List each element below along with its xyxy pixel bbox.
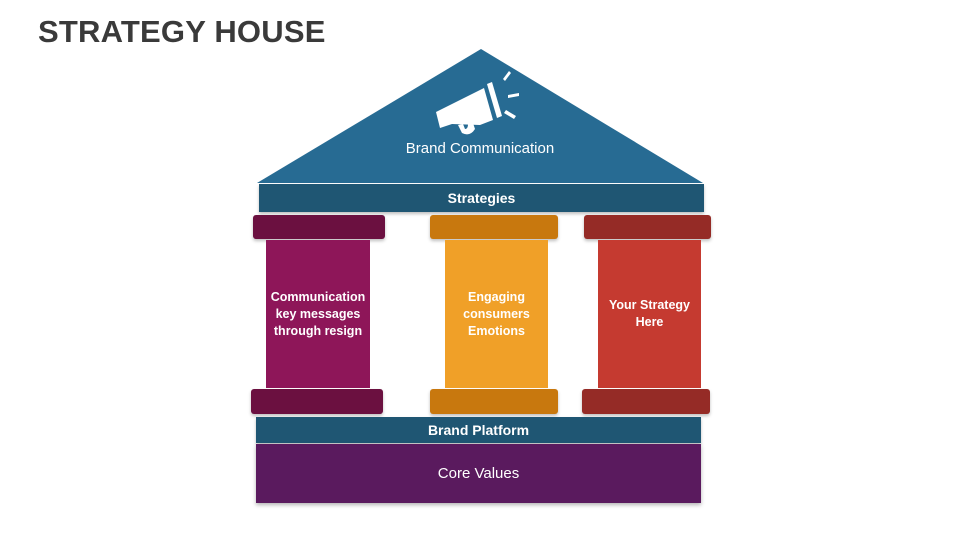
core-values-box: Core Values — [256, 444, 701, 503]
pillar-2-base-cap — [430, 389, 558, 414]
roof-label: Brand Communication — [405, 140, 555, 157]
brand-platform-bar: Brand Platform — [256, 417, 701, 443]
pillar-1-top-cap — [253, 215, 385, 239]
pillar-2-shaft: Engaging consumers Emotions — [445, 240, 548, 388]
pillar-1-shaft: Communication key messages through resig… — [266, 240, 370, 388]
pillar-3-base-cap — [582, 389, 710, 414]
pillar-3-top-cap — [584, 215, 711, 239]
slide-title: STRATEGY HOUSE — [38, 14, 326, 49]
pillar-3-shaft: Your Strategy Here — [598, 240, 701, 388]
megaphone-icon — [436, 71, 519, 135]
pillar-1-base-cap — [251, 389, 383, 414]
strategies-bar: Strategies — [259, 184, 704, 212]
pillar-2-top-cap — [430, 215, 558, 239]
